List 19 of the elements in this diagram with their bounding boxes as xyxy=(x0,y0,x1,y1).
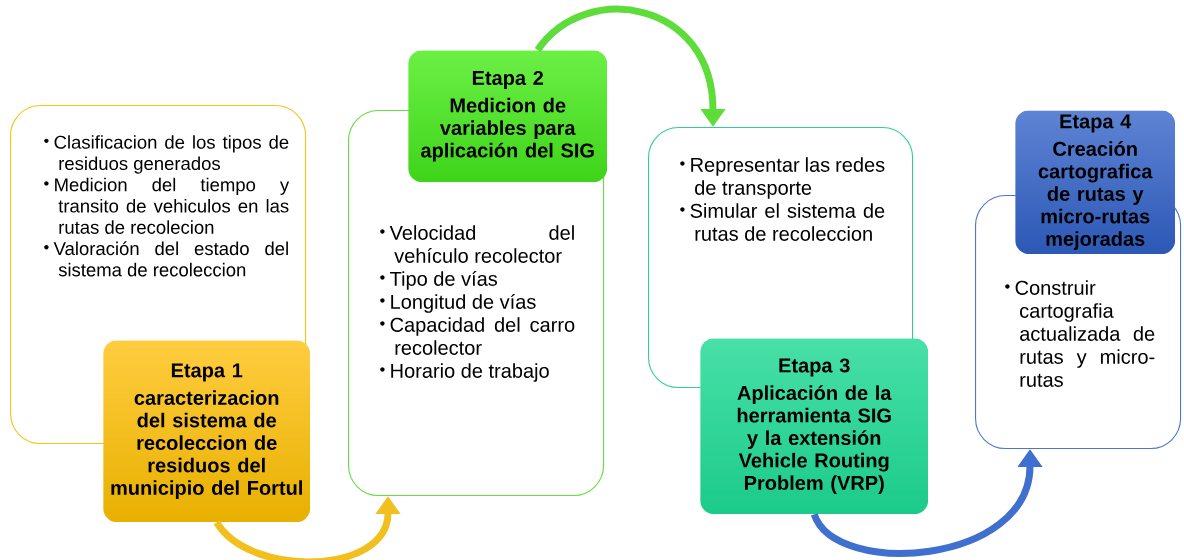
bullet-text: Construir cartografia actualizada de rutas y micro-rutas xyxy=(1005,280,1155,387)
stage-title: caracterizacion del sistema de recoleccion de residuos del municipio del Fortul xyxy=(111,390,302,499)
bullet-text: Capacidad del carro recolector xyxy=(380,317,575,355)
stage-label: Etapa 2 xyxy=(472,70,543,89)
stage-title: Medicion de variables para aplicación del SIG xyxy=(421,97,594,162)
bullet-text: Tipo de vías xyxy=(380,270,498,290)
bullet-text: Simular el sistema de rutas de recoleccion xyxy=(680,203,885,241)
bullet-text: Horario de trabajo xyxy=(380,363,549,382)
bullet-text: Valoración del estado del sistema de recoleccion xyxy=(44,241,288,277)
bullet-text: Clasificacion de los tipos de residuos generados xyxy=(44,135,289,174)
stage-title: Aplicación de la herramienta SIG y la extensión Vehicle Routing Problem (VRP) xyxy=(737,385,892,494)
stage-title: Creación cartografica de rutas y micro-rutas mejoradas xyxy=(1038,141,1153,250)
bullet-text: Representar las redes de transporte xyxy=(680,157,885,199)
bullet-text: Medicion del tiempo y transito de vehiculos en las rutas de recolecion xyxy=(44,177,290,234)
stage-label: Etapa 3 xyxy=(779,358,850,377)
stage-label: Etapa 4 xyxy=(1060,114,1132,133)
bullet-text: Longitud de vías xyxy=(380,293,536,313)
bullet-text: Velocidad del vehículo recolector xyxy=(380,225,574,263)
stage-label: Etapa 1 xyxy=(171,363,243,382)
